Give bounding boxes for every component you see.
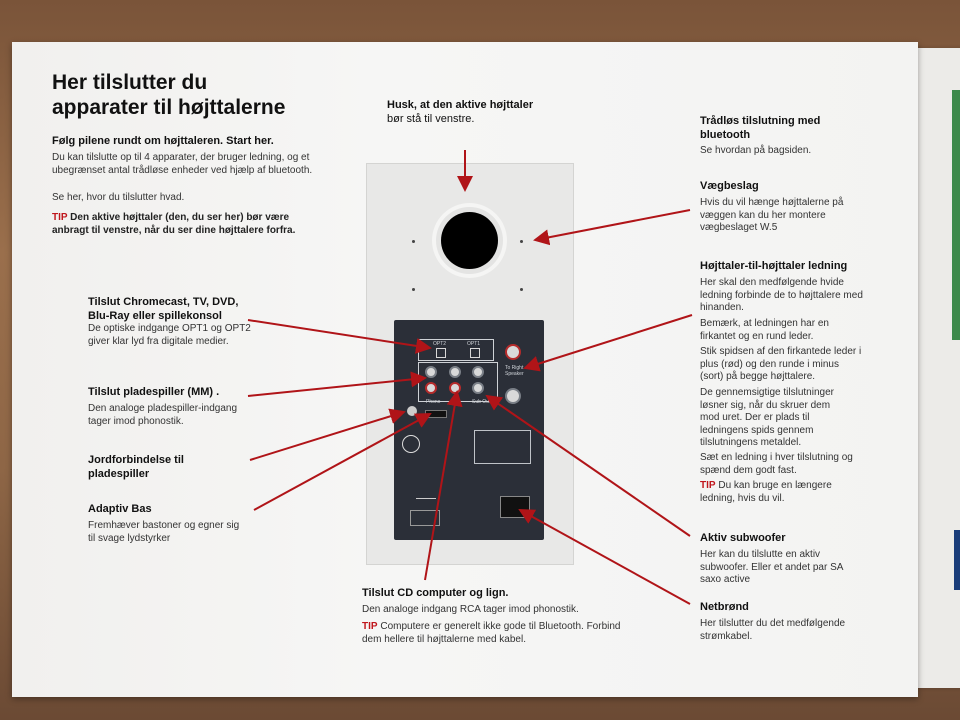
optical-port-2 [436, 348, 446, 358]
tip-text: Den aktive højttaler (den, du ser her) b… [52, 212, 296, 236]
subwoofer-text: Her kan du tilslutte en aktiv subwoofer.… [700, 549, 843, 585]
ground-post [407, 406, 417, 416]
blue-page-strip [954, 530, 960, 590]
header-tip: TIP Den aktive højttaler (den, du ser he… [52, 212, 317, 237]
ce-mark [416, 488, 436, 499]
cd-title: Tilslut CD computer og lign. [362, 587, 509, 599]
subout-label: Sub Out [472, 399, 491, 405]
cable-title: Højttaler-til-højttaler ledning [700, 260, 848, 272]
arrow-to-power-inlet [518, 509, 691, 605]
cable-tip-text: Du kan bruge en længere ledning, hvis du… [700, 480, 832, 504]
top-note-line-1: Husk, at den aktive højttaler [387, 99, 534, 111]
bottom-tip: TIP Computere er generelt ikke gode til … [362, 621, 642, 646]
sa-logo [402, 435, 420, 453]
arrow-to-optical [247, 319, 432, 354]
aux-jack-left [449, 366, 461, 378]
cable-tip: TIP Du kan bruge en længere ledning, hvi… [700, 480, 860, 505]
power-title: Netbrønd [700, 601, 749, 613]
subout-jack-1 [472, 366, 484, 378]
intro-text: Du kan tilslutte op til 4 apparater, der… [52, 152, 313, 176]
bottom-tip-text: Computere er generelt ikke gode til Blue… [362, 621, 621, 645]
wall-title: Vægbeslag [700, 180, 759, 192]
speaker-terminal-plus [505, 344, 521, 360]
bottom-tip-label: TIP [362, 621, 378, 632]
cable-text-4: De gennemsigtige tilslutninger løsner si… [700, 387, 834, 448]
opt2-label: OPT2 [433, 341, 447, 347]
page-title-line-2: apparater til højttalerne [52, 96, 286, 120]
wall-mount-screw [520, 240, 523, 243]
bluetooth-text: Se hvordan på bagsiden. [700, 145, 812, 156]
arrow-to-ground [249, 408, 406, 461]
cable-text-2: Bemærk, at ledningen har en firkantet og… [700, 318, 829, 342]
wall-mount-screw [412, 240, 415, 243]
wall-mount-screw [520, 288, 523, 291]
wall-text: Hvis du vil hænge højttalerne på væggen … [700, 197, 844, 233]
phono-jack-right [425, 382, 437, 394]
subout-jack-2 [472, 382, 484, 394]
arrow-to-adaptive-bass [253, 413, 432, 511]
phono-title: Tilslut pladespiller (MM) . [88, 386, 220, 398]
cd-text: Den analoge indgang RCA tager imod phono… [362, 604, 579, 615]
warning-label [474, 430, 531, 464]
ground-title: Jordforbindelse til pladespiller [88, 454, 184, 480]
cable-text-1: Her skal den medfølgende hvide ledning f… [700, 277, 863, 313]
wall-mount-screw [412, 288, 415, 291]
bluetooth-title: Trådløs tilslutning med bluetooth [700, 115, 821, 141]
power-text: Her tilslutter du det medfølgende strømk… [700, 618, 846, 642]
chromecast-text: De optiske indgange OPT1 og OPT2 giver k… [88, 323, 251, 347]
top-note-line-2: bør stå til venstre. [387, 112, 475, 125]
arrow-to-phono [247, 371, 427, 397]
bass-title: Adaptiv Bas [88, 503, 152, 515]
bass-text: Fremhæver bastoner og egner sig til svag… [88, 520, 240, 544]
phono-label: Phono [426, 399, 441, 405]
phono-text: Den analoge pladespiller-indgang tager i… [88, 403, 237, 427]
cable-text-5: Sæt en ledning i hver tilslutning og spæ… [700, 452, 853, 476]
arrow-to-wall-mount [533, 209, 691, 246]
serial-plate [410, 510, 440, 526]
cable-tip-label: TIP [700, 480, 716, 491]
green-page-strip [952, 90, 960, 340]
opt1-label: OPT1 [467, 341, 481, 347]
tip-label: TIP [52, 212, 68, 223]
subwoofer-title: Aktiv subwoofer [700, 532, 786, 544]
bass-port-hole [441, 212, 498, 269]
optical-port-1 [470, 348, 480, 358]
page-subtitle: Følg pilene rundt om højttaleren. Start … [52, 135, 274, 147]
chromecast-title: Tilslut Chromecast, TV, DVD, Blu-Ray ell… [88, 296, 239, 322]
bass-port [432, 203, 507, 278]
page-title: Her tilslutter du apparater til højttale… [52, 70, 352, 120]
see-text: Se her, hvor du tilslutter hvad. [52, 192, 185, 203]
arrow-to-speaker-terminal [523, 314, 693, 372]
cable-text-3: Stik spidsen af den firkantede leder i p… [700, 346, 862, 382]
top-note: Husk, at den aktive højttaler bør stå ti… [387, 99, 567, 127]
to-right-speaker-label: To Right Speaker [505, 365, 524, 377]
arrow-to-subout [485, 394, 691, 537]
arrow-to-aux [424, 390, 463, 581]
page-title-line-1: Her tilslutter du [52, 71, 208, 94]
speaker-terminal-minus [505, 388, 521, 404]
